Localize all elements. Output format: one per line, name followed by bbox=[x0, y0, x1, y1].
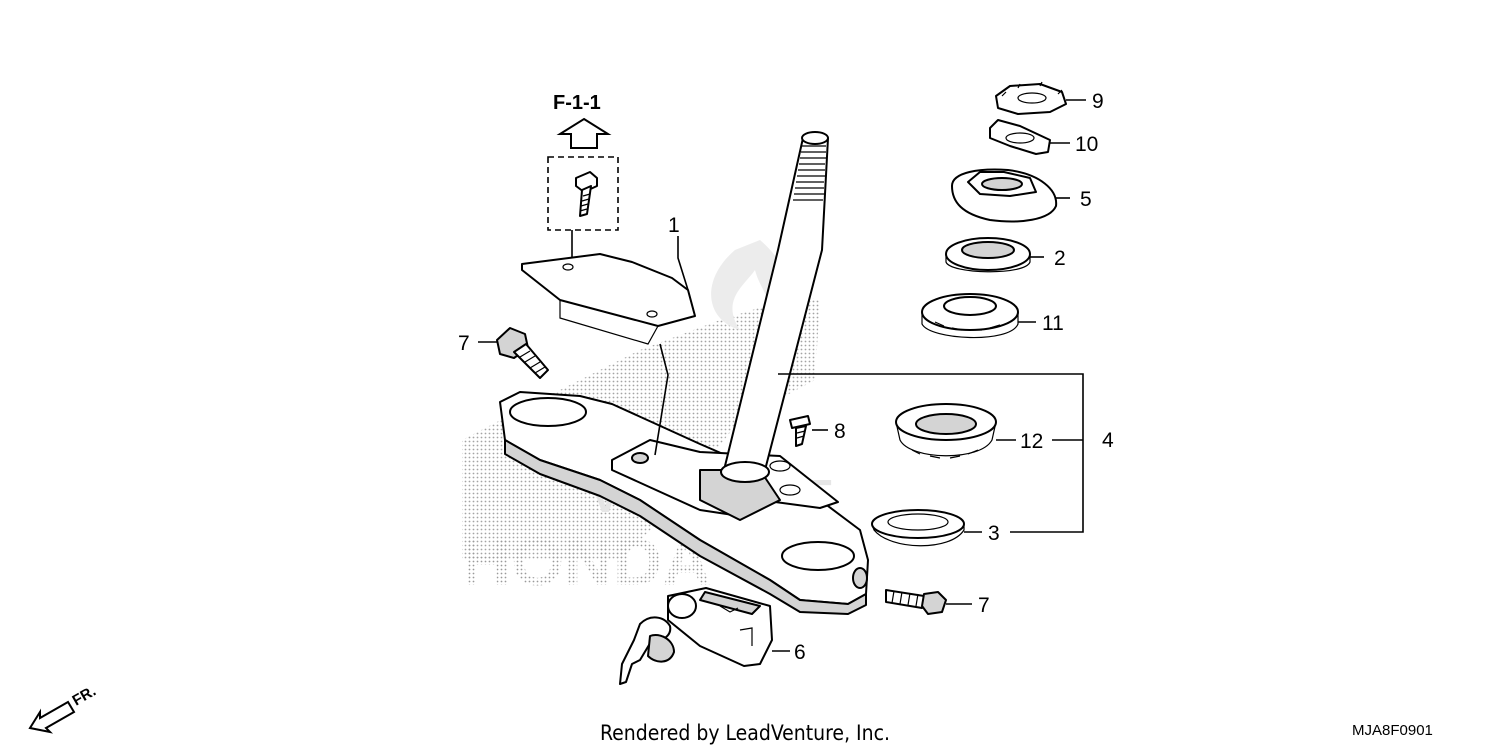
front-direction-indicator: FR. bbox=[28, 683, 99, 734]
callout-6: 6 bbox=[794, 641, 806, 664]
part-9-lock-nut[interactable] bbox=[995, 81, 1086, 115]
callout-10: 10 bbox=[1075, 133, 1098, 156]
front-arrow-icon bbox=[28, 700, 76, 734]
part-2-dust-seal[interactable] bbox=[945, 237, 1044, 273]
reference-label: F-1-1 bbox=[553, 92, 601, 114]
callout-labels: 1 2 3 4 5 6 7 7 8 9 10 11 12 bbox=[458, 90, 1114, 664]
part-3-dust-seal[interactable] bbox=[871, 509, 982, 547]
footer-credit: Rendered by LeadVenture, Inc. bbox=[600, 721, 890, 745]
part-1-plate[interactable] bbox=[521, 236, 696, 345]
part-4-bracket bbox=[778, 373, 1084, 533]
part-5-adjusting-nut[interactable] bbox=[951, 168, 1070, 223]
part-12-lower-bearing[interactable] bbox=[895, 403, 1016, 459]
callout-8: 8 bbox=[834, 420, 846, 443]
part-6-steering-lock[interactable] bbox=[619, 587, 790, 685]
callout-12: 12 bbox=[1020, 430, 1043, 453]
up-arrow-icon bbox=[556, 117, 612, 149]
front-label: FR. bbox=[70, 683, 99, 710]
callout-4: 4 bbox=[1102, 429, 1114, 452]
part-7-bolt-lower[interactable] bbox=[885, 589, 972, 615]
callout-3: 3 bbox=[988, 522, 1000, 545]
reference-dashed-box bbox=[547, 156, 619, 231]
callout-11: 11 bbox=[1042, 312, 1064, 335]
callout-1: 1 bbox=[668, 214, 680, 237]
part-7-bolt-upper[interactable] bbox=[478, 327, 549, 379]
part-8-screw[interactable] bbox=[789, 415, 828, 447]
steering-stem-body[interactable] bbox=[499, 343, 869, 615]
callout-7-lower: 7 bbox=[978, 594, 990, 617]
steering-stem-shaft[interactable] bbox=[720, 131, 829, 483]
key-icon bbox=[619, 616, 675, 685]
callout-7-upper: 7 bbox=[458, 332, 470, 355]
diagram-code: MJA8F0901 bbox=[1352, 722, 1433, 739]
reference-f-1-1[interactable]: F-1-1 bbox=[547, 92, 619, 262]
callout-2: 2 bbox=[1054, 247, 1066, 270]
callout-9: 9 bbox=[1092, 90, 1104, 113]
part-10-lock-washer[interactable] bbox=[989, 119, 1070, 155]
callout-5: 5 bbox=[1080, 188, 1092, 211]
part-11-upper-bearing[interactable] bbox=[921, 293, 1036, 339]
bolt-icon bbox=[575, 171, 598, 217]
